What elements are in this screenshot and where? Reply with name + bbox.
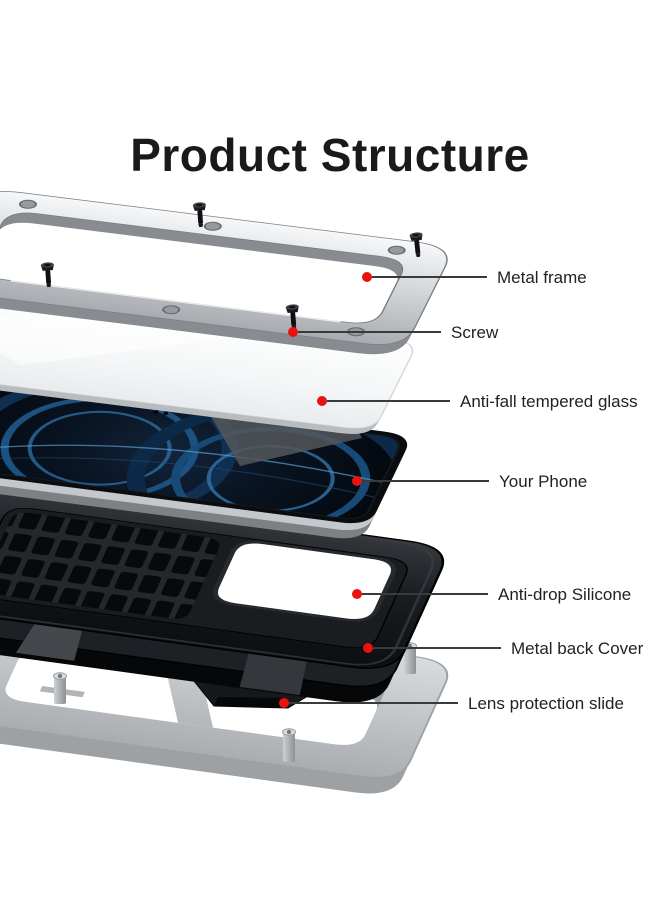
callout-dot bbox=[317, 396, 327, 406]
leader-line bbox=[298, 331, 441, 333]
callout-label: Screw bbox=[451, 322, 499, 342]
leader-line bbox=[372, 276, 487, 278]
cover-post bbox=[53, 672, 67, 704]
leader-line bbox=[362, 593, 488, 595]
callout-dot bbox=[288, 327, 298, 337]
callout-tempered-glass: Anti-fall tempered glass bbox=[317, 391, 638, 411]
callout-dot bbox=[279, 698, 289, 708]
callout-anti-drop-silicone: Anti-drop Silicone bbox=[352, 584, 632, 604]
callout-label: Metal frame bbox=[497, 267, 587, 287]
callout-label: Your Phone bbox=[499, 471, 588, 491]
callout-metal-back-cover: Metal back Cover bbox=[363, 638, 644, 658]
callout-label: Anti-fall tempered glass bbox=[460, 391, 638, 411]
callout-screw: Screw bbox=[288, 322, 499, 342]
callout-label: Anti-drop Silicone bbox=[498, 584, 632, 604]
callout-label: Metal back Cover bbox=[511, 638, 644, 658]
leader-line bbox=[327, 400, 450, 402]
leader-line bbox=[373, 647, 501, 649]
leader-line bbox=[362, 480, 489, 482]
cover-post bbox=[282, 728, 296, 762]
callout-dot bbox=[352, 589, 362, 599]
leader-line bbox=[289, 702, 458, 704]
callout-dot bbox=[363, 643, 373, 653]
callout-dot bbox=[362, 272, 372, 282]
page-title: Product Structure bbox=[130, 129, 530, 181]
callout-dot bbox=[352, 476, 362, 486]
part-metal-frame bbox=[0, 191, 448, 355]
callout-lens-protection-slide: Lens protection slide bbox=[279, 693, 624, 713]
callout-label: Lens protection slide bbox=[468, 693, 624, 713]
callout-your-phone: Your Phone bbox=[352, 471, 588, 491]
callout-metal-frame: Metal frame bbox=[362, 267, 587, 287]
